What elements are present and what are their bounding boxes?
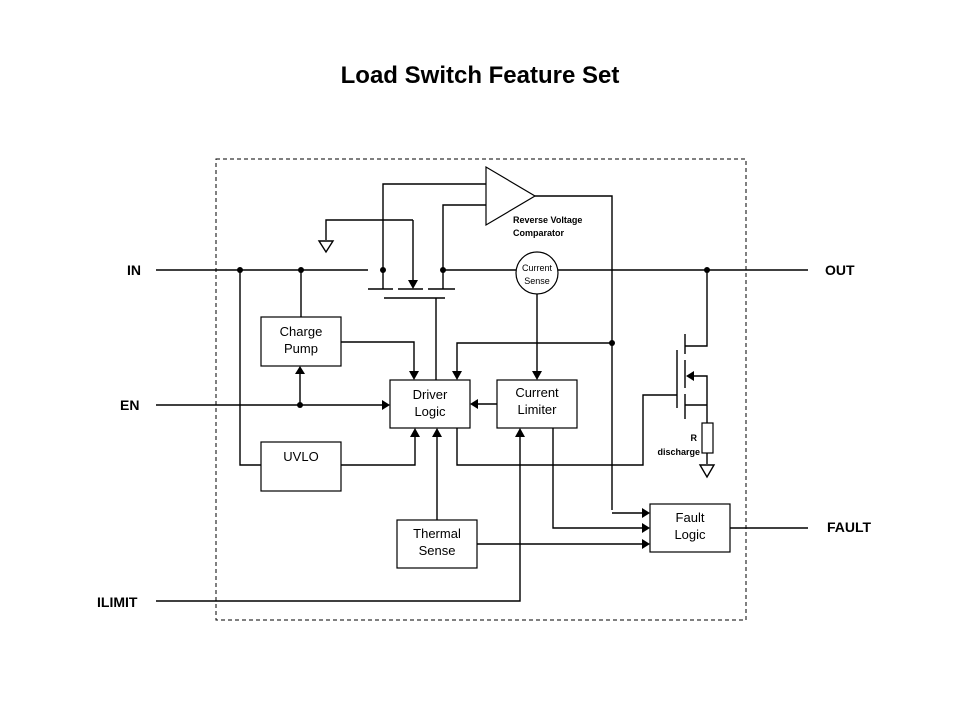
arrow-icon	[642, 539, 650, 549]
ilimit-wire	[156, 436, 521, 602]
charge-pump-label-2: Pump	[284, 341, 318, 356]
body-wire	[325, 219, 413, 240]
arrow-icon	[452, 371, 462, 380]
reverse-voltage-comparator	[485, 165, 537, 227]
comparator-input-wire	[382, 183, 486, 270]
pin-ilimit: ILIMIT	[97, 594, 138, 610]
arrow-icon	[382, 400, 390, 410]
arrow-icon	[470, 399, 478, 409]
pump-to-driver-wire	[341, 341, 415, 374]
current-limiter-label-2: Limiter	[517, 402, 557, 417]
arrow-icon	[642, 508, 650, 518]
arrow-icon	[408, 280, 418, 289]
pin-fault: FAULT	[827, 519, 872, 535]
arrow-icon	[642, 523, 650, 533]
driver-logic-label-2: Logic	[414, 404, 446, 419]
fault-logic-block	[649, 503, 731, 553]
discharge-mosfet	[676, 270, 708, 424]
thermal-sense-block	[396, 519, 478, 569]
diagram-title: Load Switch Feature Set	[340, 62, 620, 89]
uvlo-to-driver-wire	[341, 436, 416, 466]
discharge-gate-wire	[456, 394, 677, 466]
arrow-icon	[532, 371, 542, 380]
driver-logic-label-1: Driver	[413, 387, 448, 402]
charge-pump-block	[260, 316, 342, 367]
uvlo-block	[260, 441, 342, 492]
arrow-icon	[432, 428, 442, 437]
driver-logic-block	[389, 379, 471, 429]
discharge-label-1: R	[691, 433, 698, 443]
limiter-to-fault-wire	[552, 428, 645, 529]
comparator-label-2: Comparator	[513, 228, 565, 238]
comparator-output-wire	[535, 195, 613, 510]
fault-logic-label-1: Fault	[676, 510, 705, 525]
in-to-uvlo-wire	[239, 270, 261, 466]
junction-dot	[609, 340, 615, 346]
current-sense-label-2: Sense	[524, 276, 550, 286]
current-sense	[515, 251, 559, 295]
main-mosfet	[368, 220, 455, 380]
discharge-resistor	[701, 422, 714, 454]
arrow-icon	[410, 428, 420, 437]
current-sense-label-1: Current	[522, 263, 553, 273]
thermal-sense-label-1: Thermal	[413, 526, 461, 541]
pin-out: OUT	[825, 262, 855, 278]
fault-logic-label-2: Logic	[674, 527, 706, 542]
comparator-label-1: Reverse Voltage	[513, 215, 582, 225]
arrow-icon	[515, 428, 525, 437]
uvlo-label: UVLO	[283, 449, 318, 464]
reverse-feedback-wire	[456, 342, 612, 374]
current-limiter-block	[496, 379, 578, 429]
ground-icon	[698, 464, 716, 479]
pin-en: EN	[120, 397, 139, 413]
discharge-label-2: discharge	[657, 447, 700, 457]
arrow-icon	[295, 366, 305, 374]
pin-in: IN	[127, 262, 141, 278]
chip-boundary	[215, 158, 747, 621]
comparator-input-wire	[442, 204, 486, 270]
arrow-icon	[409, 371, 419, 380]
charge-pump-label-1: Charge	[280, 324, 323, 339]
thermal-sense-label-2: Sense	[419, 543, 456, 558]
ground-icon	[317, 240, 335, 254]
current-limiter-label-1: Current	[515, 385, 559, 400]
arrow-icon	[686, 371, 694, 381]
